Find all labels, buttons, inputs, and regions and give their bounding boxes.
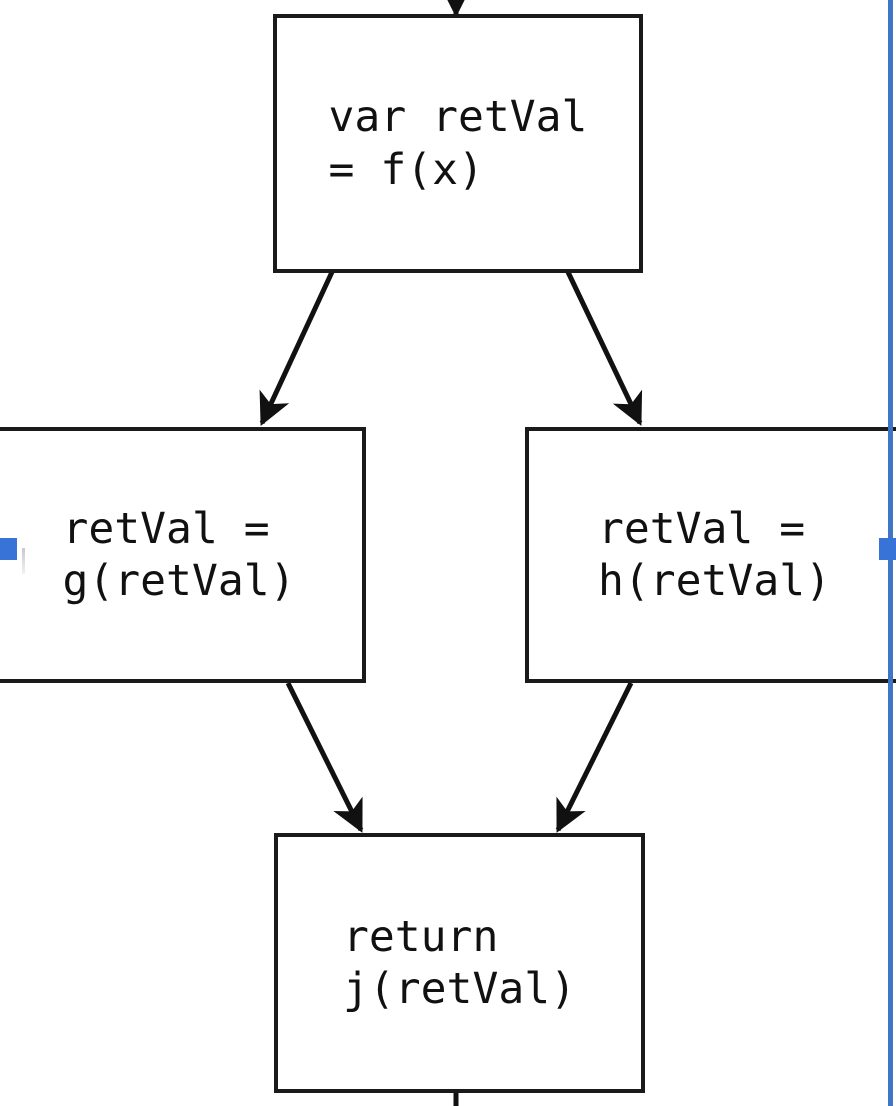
node-label-line1: return xyxy=(343,911,499,962)
node-label: retVal = g(retVal) xyxy=(63,503,296,608)
text-caret xyxy=(22,548,25,574)
node-label: retVal = h(retVal) xyxy=(598,503,831,608)
node-label: return j(retVal) xyxy=(343,911,576,1016)
node-label-line2: j(retVal) xyxy=(343,964,576,1014)
node-label-line1: var retVal xyxy=(328,92,588,143)
node-label-line1: retVal = xyxy=(598,503,806,554)
node-var-retval[interactable]: var retVal = f(x) xyxy=(273,14,643,273)
node-label-line2: h(retVal) xyxy=(598,556,831,606)
node-label: var retVal = f(x) xyxy=(329,91,588,196)
node-retval-g[interactable]: retVal = g(retVal) xyxy=(0,427,366,683)
selection-handle-left[interactable] xyxy=(0,538,17,560)
node-label-line1: retVal = xyxy=(62,503,270,554)
edge-n1-to-n3 xyxy=(565,270,643,426)
edge-n2-to-n4 xyxy=(285,681,364,833)
selection-handle-right[interactable] xyxy=(879,538,896,560)
node-return-j[interactable]: return j(retVal) xyxy=(274,833,645,1093)
edge-n1-to-n2 xyxy=(259,270,335,426)
edge-n3-to-n4 xyxy=(555,681,634,833)
node-label-line2: g(retVal) xyxy=(62,556,296,606)
node-label-line2: = f(x) xyxy=(328,144,484,195)
node-retval-h[interactable]: retVal = h(retVal) xyxy=(525,427,896,683)
